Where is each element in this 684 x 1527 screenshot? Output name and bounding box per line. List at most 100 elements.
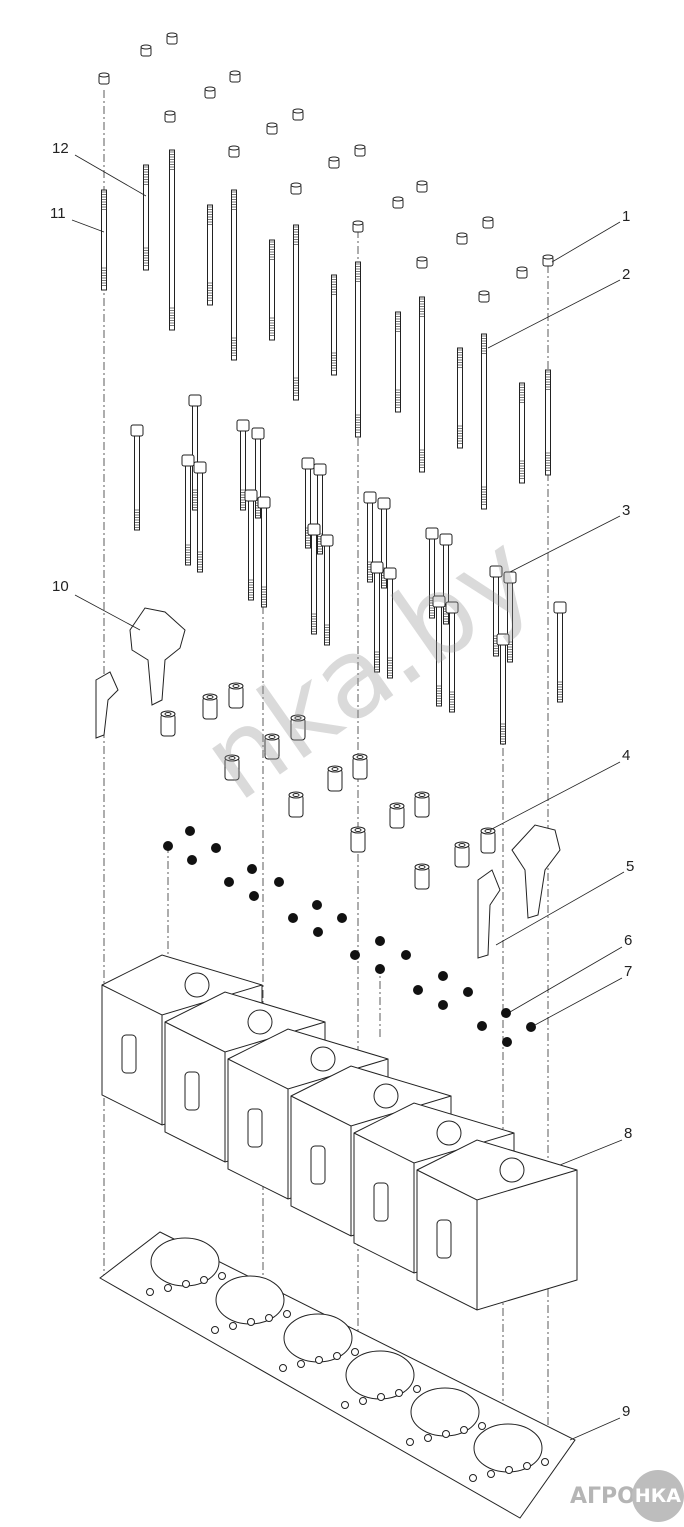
stud [231, 189, 237, 361]
callout-7: 7 [624, 963, 633, 980]
nut-top [416, 180, 428, 186]
seal-ring [502, 1037, 512, 1047]
gasket-hole [351, 1348, 359, 1356]
seal-ring [477, 1021, 487, 1031]
injector-clamp-10 [129, 607, 186, 706]
bolt-head [383, 567, 397, 580]
bolt-head [370, 561, 384, 574]
gasket-hole [283, 1310, 291, 1318]
sleeve-bore [228, 756, 236, 760]
callout-9: 9 [622, 1403, 631, 1420]
nut-top [164, 110, 176, 116]
bolt-head [257, 496, 271, 509]
stud [101, 189, 107, 291]
gasket-hole [505, 1466, 513, 1474]
bolt-head [244, 489, 258, 502]
nut-top [478, 290, 490, 296]
leader-line [551, 221, 621, 263]
seal-ring [187, 855, 197, 865]
nut-top [392, 196, 404, 202]
gasket-hole [359, 1397, 367, 1405]
side-window [373, 1182, 389, 1222]
gasket-hole [406, 1438, 414, 1446]
seal-ring [313, 927, 323, 937]
bolt-head [320, 534, 334, 547]
nut-top [166, 32, 178, 38]
nut-top [229, 70, 241, 76]
gasket-hole [341, 1401, 349, 1409]
gasket-hole [200, 1276, 208, 1284]
seal-ring [438, 971, 448, 981]
nut-top [416, 256, 428, 262]
stud [355, 261, 361, 438]
leader-line [74, 594, 141, 631]
side-window [436, 1219, 452, 1259]
sleeve-bore [206, 695, 214, 699]
stud [269, 239, 275, 341]
gasket-hole [229, 1322, 237, 1330]
seal-ring [401, 950, 411, 960]
side-window [310, 1145, 326, 1185]
gasket-hole [146, 1288, 154, 1296]
stud [331, 274, 337, 376]
bolt-head [363, 491, 377, 504]
sleeve-bore [294, 716, 302, 720]
injector-5 [477, 869, 501, 959]
bolt-head [130, 424, 144, 437]
gasket-hole [218, 1272, 226, 1280]
nut-top [266, 122, 278, 128]
cylinder-bore [345, 1350, 415, 1400]
seal-ring [211, 843, 221, 853]
sleeve-bore [331, 767, 339, 771]
callout-5: 5 [626, 858, 635, 875]
valve-port [499, 1157, 525, 1183]
bolt-head [432, 595, 446, 608]
gasket-hole [164, 1284, 172, 1292]
bolt-head [313, 463, 327, 476]
nut-top [482, 216, 494, 222]
side-window [247, 1108, 263, 1148]
logo-text: АГРО [570, 1483, 636, 1509]
leader-line [559, 1139, 623, 1166]
side-window [184, 1071, 200, 1111]
stud [419, 296, 425, 473]
bolt-head [445, 601, 459, 614]
stud [169, 149, 175, 331]
bolt-head [489, 565, 503, 578]
sleeve-bore [164, 712, 172, 716]
bolt-head [377, 497, 391, 510]
sleeve-bore [268, 735, 276, 739]
callout-12: 12 [52, 140, 69, 157]
nut-top [204, 86, 216, 92]
gasket-hole [523, 1462, 531, 1470]
stud [545, 369, 551, 476]
stud [481, 333, 487, 510]
sleeve-bore [418, 793, 426, 797]
gasket-hole [413, 1385, 421, 1393]
sleeve-bore [418, 865, 426, 869]
gasket-hole [377, 1393, 385, 1401]
nut-top [542, 254, 554, 260]
seal-ring [163, 841, 173, 851]
stud [457, 347, 463, 449]
valve-port [310, 1046, 336, 1072]
nut-top [352, 220, 364, 226]
cylinder-bore [283, 1313, 353, 1363]
bolt-head [188, 394, 202, 407]
nut-top [516, 266, 528, 272]
valve-port [247, 1009, 273, 1035]
sleeve-bore [393, 804, 401, 808]
stud [207, 204, 213, 306]
sleeve-bore [292, 793, 300, 797]
gasket-hole [395, 1389, 403, 1397]
stud [519, 382, 525, 484]
sleeve-bore [458, 843, 466, 847]
seal-ring [224, 877, 234, 887]
bolt-head [251, 427, 265, 440]
injector-left [95, 671, 119, 739]
seal-ring [438, 1000, 448, 1010]
bolt-shank [134, 434, 140, 531]
side-window [121, 1034, 137, 1074]
sleeve-bore [484, 829, 492, 833]
callout-4: 4 [622, 747, 631, 764]
